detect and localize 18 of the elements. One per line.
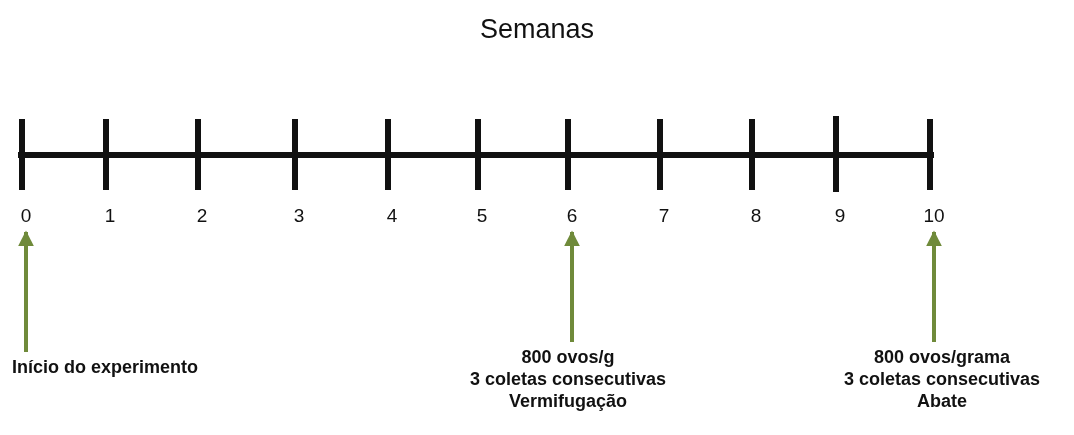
title: Semanas <box>478 14 596 45</box>
week-number: 6 <box>552 205 592 227</box>
event-note: Início do experimento <box>12 356 212 378</box>
arrow <box>926 230 942 342</box>
week-number: 9 <box>833 205 847 227</box>
week-number: 8 <box>749 205 763 227</box>
event-note: 800 ovos/g 3 coletas consecutivas Vermifugação <box>438 346 698 412</box>
week-number: 10 <box>914 205 954 227</box>
week-number: 0 <box>6 205 46 227</box>
week-number: 1 <box>103 205 117 227</box>
week-number: 4 <box>385 205 399 227</box>
arrow <box>564 230 580 342</box>
week-number: 7 <box>657 205 671 227</box>
week-number: 3 <box>292 205 306 227</box>
week-number: 2 <box>195 205 209 227</box>
event-note: 800 ovos/grama 3 coletas consecutivas Abate <box>807 346 1074 412</box>
week-number: 5 <box>475 205 489 227</box>
arrow <box>18 230 34 352</box>
